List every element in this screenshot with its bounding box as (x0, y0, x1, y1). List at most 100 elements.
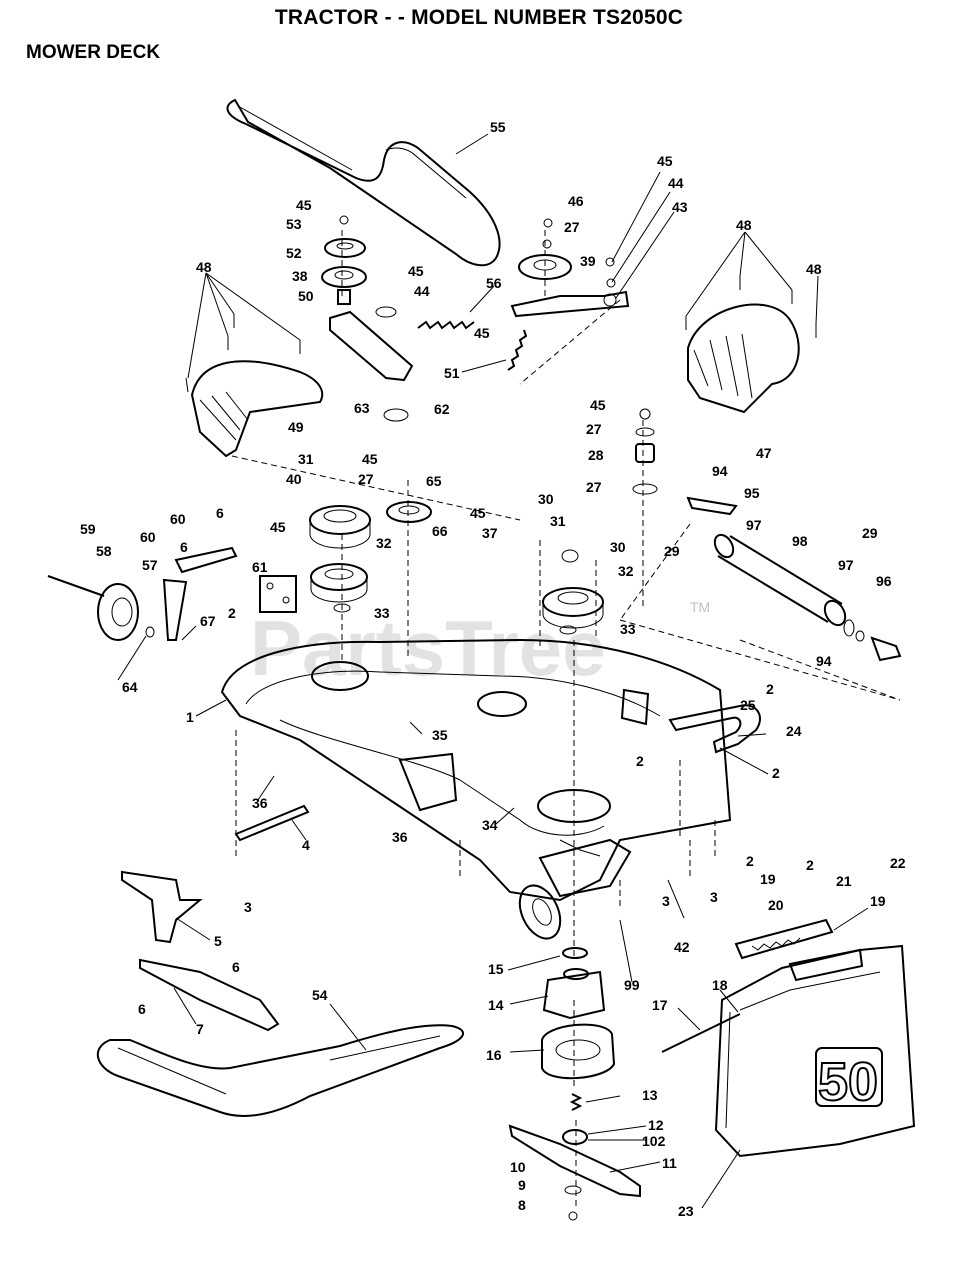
callout-64: 64 (122, 679, 138, 695)
callout-40: 40 (286, 471, 302, 487)
callout-63: 63 (354, 400, 370, 416)
callout-2: 2 (806, 857, 814, 873)
callout-33: 33 (620, 621, 636, 637)
rod-17 (661, 1013, 741, 1053)
callout-58: 58 (96, 543, 112, 559)
callout-50: 50 (298, 288, 314, 304)
idler-stack (632, 408, 658, 495)
left-spindle-pulleys (309, 501, 432, 613)
callout-94: 94 (816, 653, 832, 669)
callout-99: 99 (624, 977, 640, 993)
callout-2: 2 (772, 765, 780, 781)
callout-45: 45 (362, 451, 378, 467)
callout-6: 6 (216, 505, 224, 521)
callout-60: 60 (170, 511, 186, 527)
right-spindle-pulley (542, 549, 604, 635)
callout-16: 16 (486, 1047, 502, 1063)
callout-31: 31 (550, 513, 566, 529)
callout-42: 42 (674, 939, 690, 955)
callout-61: 61 (252, 559, 268, 575)
callout-35: 35 (432, 727, 448, 743)
deck-size-badge: 50 (818, 1052, 878, 1112)
callout-29: 29 (862, 525, 878, 541)
callout-56: 56 (486, 275, 502, 291)
callout-45: 45 (470, 505, 486, 521)
callout-51: 51 (444, 365, 460, 381)
callout-54: 54 (312, 987, 328, 1003)
bracket-5 (121, 870, 203, 944)
callout-45: 45 (590, 397, 606, 413)
front-hitch-bracket (668, 704, 761, 754)
link-7 (139, 958, 280, 1032)
callout-34: 34 (482, 817, 498, 833)
callout-29: 29 (664, 543, 680, 559)
callout-37: 37 (482, 525, 498, 541)
callout-10: 10 (510, 1159, 526, 1175)
callout-3: 3 (244, 899, 252, 915)
callout-60: 60 (140, 529, 156, 545)
callout-13: 13 (642, 1087, 658, 1103)
callout-27: 27 (586, 479, 602, 495)
callout-44: 44 (668, 175, 684, 191)
support-bar-4 (234, 804, 310, 842)
callout-53: 53 (286, 216, 302, 232)
bolts-48-left (185, 314, 301, 393)
callout-45: 45 (408, 263, 424, 279)
section-title: MOWER DECK (26, 42, 161, 63)
callout-1: 1 (186, 709, 194, 725)
callout-22: 22 (890, 855, 906, 871)
callout-28: 28 (588, 447, 604, 463)
callout-3: 3 (710, 889, 718, 905)
callout-17: 17 (652, 997, 668, 1013)
callout-96: 96 (876, 573, 892, 589)
callout-9: 9 (518, 1177, 526, 1193)
callout-32: 32 (618, 563, 634, 579)
callout-14: 14 (488, 997, 504, 1013)
callout-46: 46 (568, 193, 584, 209)
callout-21: 21 (836, 873, 852, 889)
callout-19: 19 (760, 871, 776, 887)
callout-55: 55 (490, 119, 506, 135)
callout-6: 6 (232, 959, 240, 975)
callout-48: 48 (196, 259, 212, 275)
callout-6: 6 (138, 1001, 146, 1017)
callout-102: 102 (642, 1133, 666, 1149)
callout-48: 48 (806, 261, 822, 277)
callout-57: 57 (142, 557, 158, 573)
callout-2: 2 (746, 853, 754, 869)
left-belt-cover (190, 360, 324, 458)
right-belt-cover (687, 303, 800, 414)
callout-32: 32 (376, 535, 392, 551)
callout-65: 65 (426, 473, 442, 489)
callout-45: 45 (474, 325, 490, 341)
spring-56 (417, 320, 475, 330)
callout-94: 94 (712, 463, 728, 479)
callout-59: 59 (80, 521, 96, 537)
spring-51 (507, 329, 528, 371)
callout-20: 20 (768, 897, 784, 913)
mower-deck-housing (220, 638, 732, 902)
callout-33: 33 (374, 605, 390, 621)
watermark-tm: TM (690, 599, 710, 615)
callout-2: 2 (228, 605, 236, 621)
assembly-guide-lines (231, 230, 901, 1210)
deck-wheel (518, 884, 562, 940)
callout-18: 18 (712, 977, 728, 993)
callout-45: 45 (657, 153, 673, 169)
part-callouts: 55 45 53 52 38 50 48 49 63 62 45 44 56 4… (80, 119, 906, 1219)
callout-45: 45 (296, 197, 312, 213)
callout-11: 11 (662, 1155, 677, 1171)
callout-39: 39 (580, 253, 596, 269)
spring-bracket (734, 918, 834, 960)
lower-drive-belt (96, 1024, 464, 1117)
upper-drive-belt (226, 98, 501, 267)
callout-67: 67 (200, 613, 216, 629)
callout-49: 49 (288, 419, 304, 435)
callout-98: 98 (792, 533, 808, 549)
callout-23: 23 (678, 1203, 694, 1219)
gauge-wheel-assembly (47, 546, 297, 641)
anti-scalp-roller (686, 496, 902, 662)
page-title: TRACTOR - - MODEL NUMBER TS2050C (274, 6, 684, 29)
callout-62: 62 (434, 401, 450, 417)
